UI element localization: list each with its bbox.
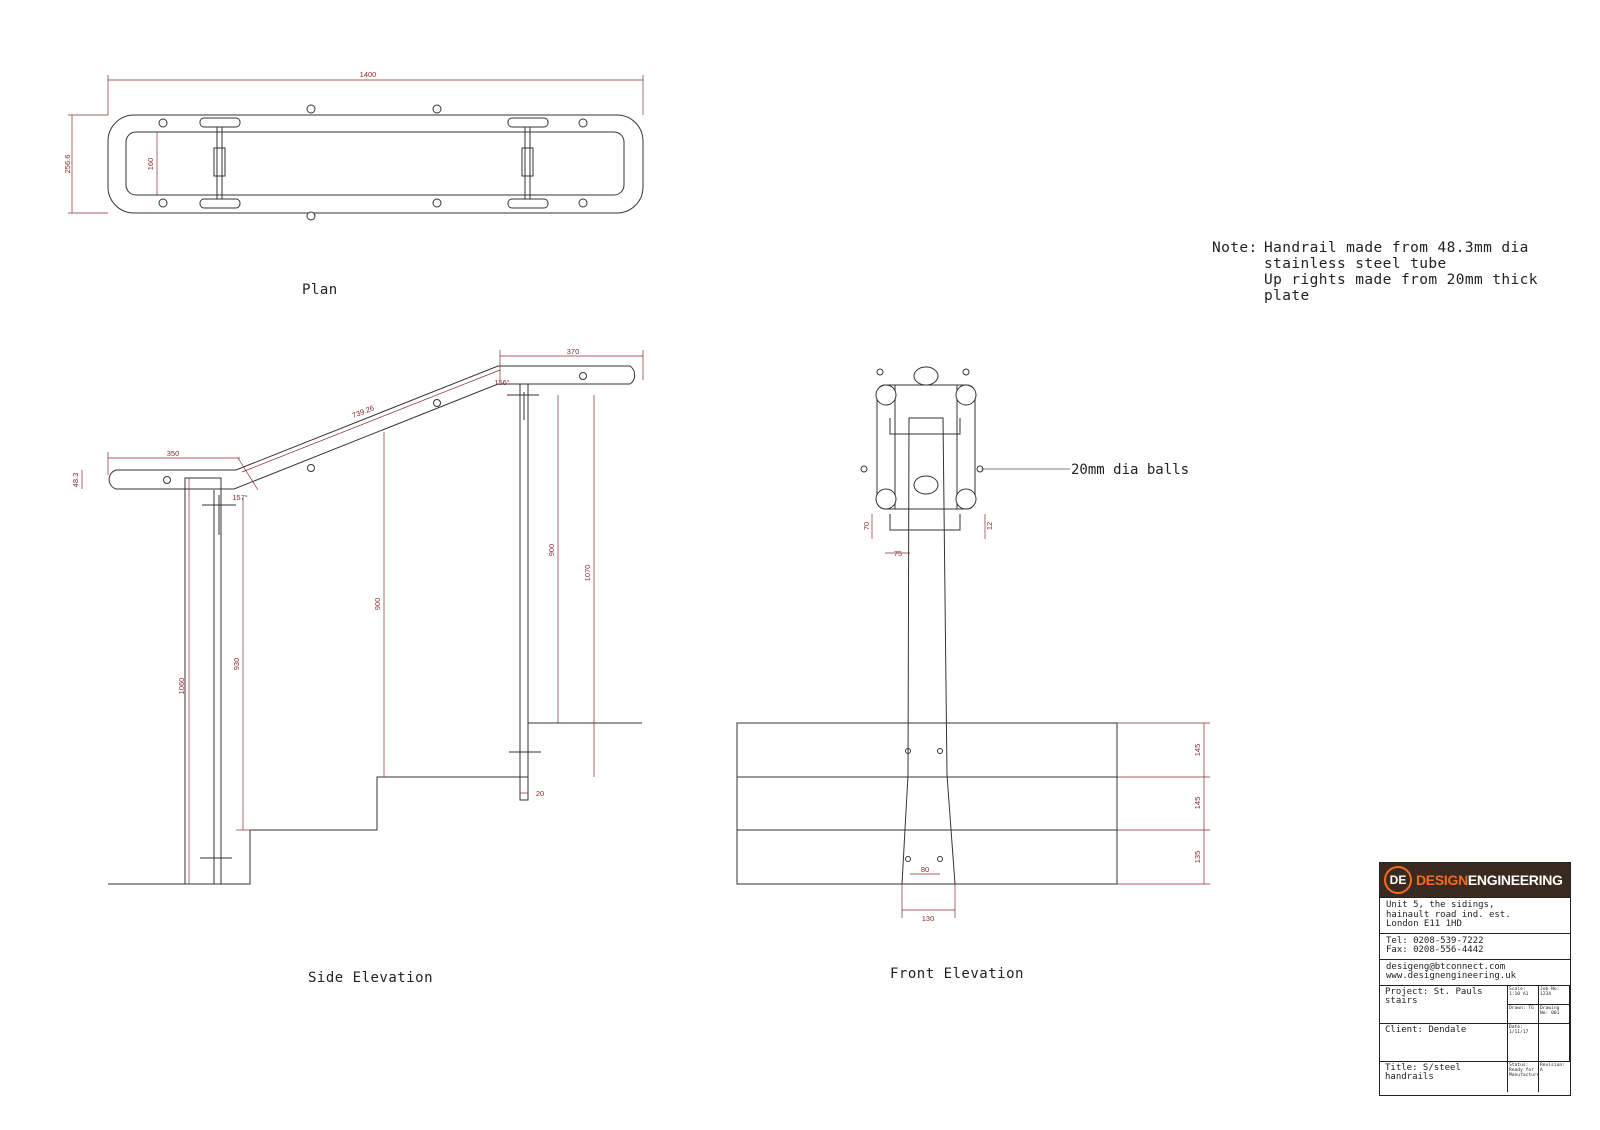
- dim-plan-depth: 256.6: [63, 155, 72, 174]
- title-block: DE DESIGNENGINEERING Unit 5, the sidings…: [1379, 862, 1571, 1096]
- dim-front-145a: 145: [1193, 744, 1202, 757]
- dim-side-incline: 739.26: [351, 403, 376, 420]
- balls-callout: 20mm dia balls: [1071, 462, 1189, 478]
- side-handrail: [108, 365, 636, 490]
- note-line-3: Up rights made from 20mm thick: [1264, 272, 1538, 288]
- note-line-1: Handrail made from 48.3mm dia: [1264, 240, 1529, 256]
- project-field: Project: St. Pauls stairs: [1380, 985, 1508, 1024]
- plan-balls: [158, 104, 588, 221]
- dim-side-900-mid: 900: [373, 598, 382, 611]
- dim-side-angle-top: 156°: [494, 378, 510, 387]
- plan-inner-rail: [125, 131, 625, 196]
- client-field: Client: Dendale: [1380, 1023, 1508, 1062]
- dim-front-130: 130: [922, 914, 935, 923]
- dim-side-angle-bottom: 157°: [232, 493, 248, 502]
- side-stairs: [108, 722, 642, 885]
- dim-plan-inner: 160: [146, 158, 155, 171]
- plan-title: Plan: [302, 282, 338, 298]
- note-line-4: plate: [1264, 288, 1310, 304]
- note-label: Note:: [1212, 240, 1258, 256]
- job-field: Job No: 1234: [1539, 985, 1570, 1005]
- dim-front-75: 75: [894, 549, 902, 558]
- plan-view: 1400 256.6 160: [63, 70, 644, 221]
- address-line: Unit 5, the sidings,: [1386, 900, 1495, 910]
- front-elevation-title: Front Elevation: [890, 966, 1024, 982]
- fax-line: Fax: 0208-556-4442: [1386, 945, 1484, 955]
- website-text: www.designengineering.uk: [1386, 971, 1517, 981]
- dim-side-plate: 20: [536, 789, 544, 798]
- company-logo-icon: DE: [1384, 866, 1412, 894]
- drawn-field: Drawn: TG: [1508, 1004, 1539, 1024]
- plan-upright-right: [507, 117, 549, 209]
- brand-part-design: DESIGN: [1416, 872, 1468, 888]
- dim-side-930: 930: [232, 658, 241, 671]
- brand-part-engineering: ENGINEERING: [1467, 872, 1563, 888]
- note-block: Note: Handrail made from 48.3mm dia stain…: [1212, 240, 1538, 304]
- dim-side-post-left: 1060: [177, 678, 186, 695]
- dim-front-80: 80: [921, 865, 929, 874]
- dim-side-900-right: 900: [547, 544, 556, 557]
- date-field: Date: 1/11/17: [1508, 1023, 1539, 1062]
- dim-side-top-run: 370: [567, 347, 580, 356]
- note-line-2: stainless steel tube: [1264, 256, 1447, 272]
- dim-front-135: 135: [1193, 851, 1202, 864]
- front-stair-block: [736, 722, 1118, 885]
- dim-front-70: 70: [862, 522, 871, 530]
- title-block-header: DE DESIGNENGINEERING: [1380, 863, 1570, 898]
- revision-field: Revision: A: [1540, 1062, 1565, 1073]
- address-line: hainault road ind. est.: [1386, 909, 1511, 920]
- scale-field: Scale: 1:10 A1: [1508, 985, 1539, 1005]
- phone-line: Tel: 0208-539-7222: [1386, 935, 1484, 946]
- company-phone: Tel: 0208-539-7222 Fax: 0208-556-4442: [1380, 934, 1570, 960]
- dim-side-bottom-run: 350: [167, 449, 180, 458]
- company-web: desigeng@btconnect.com www.designenginee…: [1380, 960, 1570, 986]
- dim-side-1070: 1070: [583, 565, 592, 582]
- email-text: desigeng@btconnect.com: [1386, 961, 1506, 972]
- plan-upright-left: [199, 117, 241, 209]
- dim-side-tube: 48.3: [71, 473, 80, 488]
- status-field: Status: Ready for Manufacture: [1508, 1061, 1539, 1092]
- dim-front-12: 12: [985, 522, 994, 530]
- blank-field: [1539, 1023, 1570, 1062]
- front-elevation: 20mm dia balls 70 12 75 145 145 135 80 1…: [736, 366, 1210, 923]
- side-post-left: [184, 477, 222, 885]
- side-elevation: 370 739.26 350 48.3 156° 157° 1060 930 9…: [71, 347, 644, 885]
- dim-plan-length: 1400: [360, 70, 377, 79]
- title-field: Title: S/steel handrails: [1380, 1061, 1508, 1092]
- dim-front-145b: 145: [1193, 797, 1202, 810]
- company-address: Unit 5, the sidings, hainault road ind. …: [1380, 898, 1570, 934]
- address-line: London E11 1HD: [1386, 919, 1462, 929]
- plan-outer-rail: [107, 114, 644, 214]
- side-balls: [163, 372, 587, 484]
- title-block-grid: Project: St. Pauls stairs Scale: 1:10 A1…: [1380, 985, 1570, 1092]
- side-elevation-title: Side Elevation: [308, 970, 434, 986]
- company-name: DESIGNENGINEERING: [1416, 872, 1563, 888]
- drawing-no-field: Drawing No: 001: [1539, 1004, 1570, 1024]
